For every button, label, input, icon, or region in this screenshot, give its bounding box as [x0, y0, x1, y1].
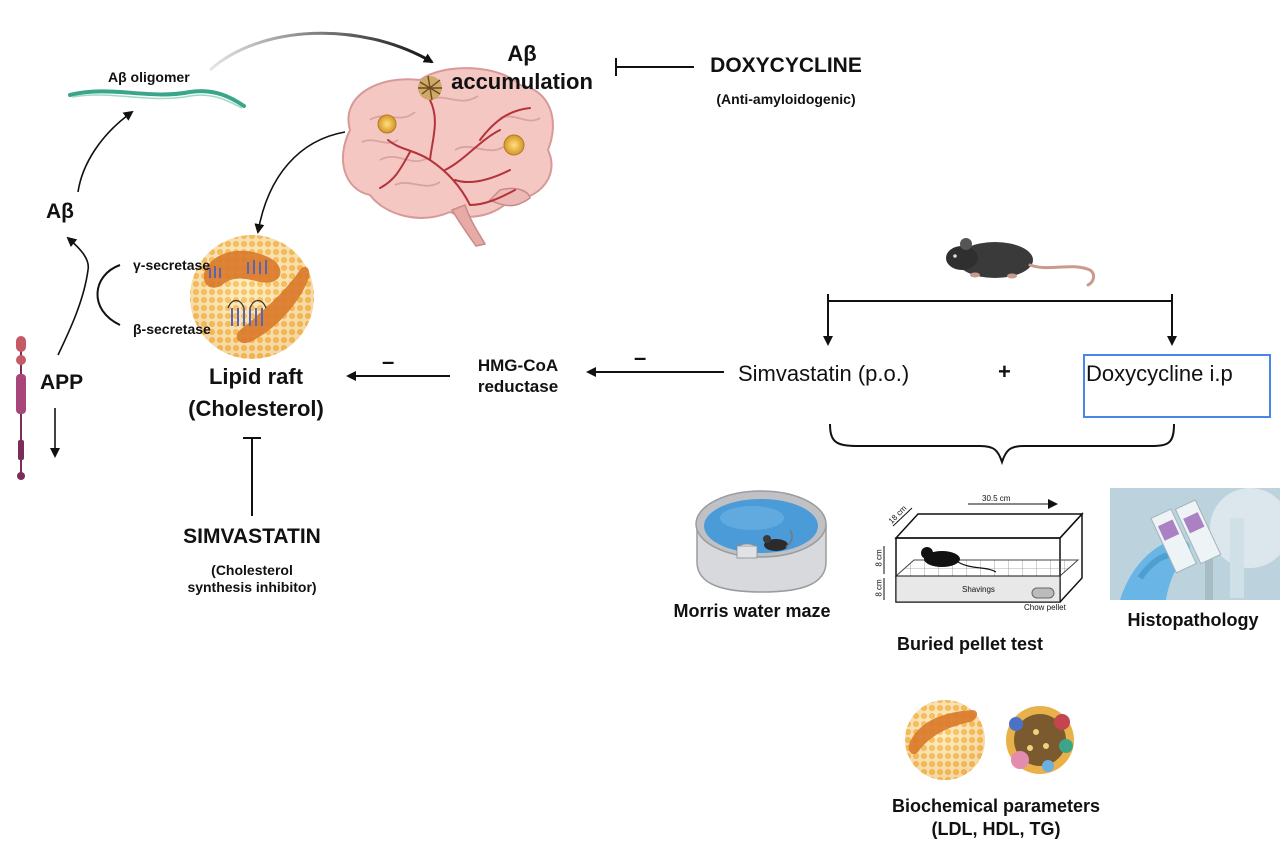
arrow-app-to-abeta: [57, 236, 90, 356]
outcome-brace: [829, 423, 1175, 466]
gamma-secretase-label: γ-secretase: [133, 257, 211, 273]
chow-pellet-label: Chow pellet: [1024, 603, 1066, 612]
abeta-accumulation-label: Aβ accumulation: [451, 40, 593, 95]
doxycycline-inhibition-line: [615, 58, 694, 76]
simvastatin-inhibition-line: [243, 437, 261, 516]
simvastatin-subtitle: (Cholesterol synthesis inhibitor): [187, 562, 316, 596]
amyloid-tangle-icon: [418, 75, 442, 101]
buried-pellet-test-label: Buried pellet test: [896, 634, 1044, 654]
arrow-abeta-to-oligomer: [77, 110, 134, 193]
abeta-accumulation-line1: Aβ: [507, 41, 537, 66]
lipoprotein-icon: [1006, 706, 1074, 774]
cage-icon: [883, 499, 1084, 603]
simvastatin-sub-line1: (Cholesterol: [211, 562, 293, 578]
doxycycline-title: DOXYCYCLINE: [710, 54, 862, 77]
shavings-label: Shavings: [962, 585, 995, 594]
minus-left: –: [382, 349, 395, 374]
hmgcoa-line2: reductase: [477, 377, 559, 397]
biochemical-parameters-label: Biochemical parameters (LDL, HDL, TG): [892, 795, 1100, 840]
biochem-raft-icon: [905, 700, 985, 780]
morris-water-maze-label: Morris water maze: [673, 601, 831, 621]
simvastatin-title: SIMVASTATIN: [183, 525, 321, 548]
abeta-oligomer-label: Aβ oligomer: [108, 69, 190, 85]
simvastatin-sub-line2: synthesis inhibitor): [187, 578, 317, 595]
beta-secretase-label: β-secretase: [133, 321, 211, 337]
abeta-label: Aβ: [46, 200, 74, 223]
water-maze-icon: [695, 490, 827, 593]
biochemical-line1: Biochemical parameters: [891, 796, 1101, 816]
mouse-icon: [946, 238, 1096, 287]
hmgcoa-line1: HMG-CoA: [477, 356, 559, 375]
cage-height-label-1: 8 cm: [874, 549, 884, 567]
arrow-brain-to-raft: [254, 131, 346, 234]
doxycycline-ip-box: [1083, 354, 1271, 418]
secretase-bracket: [96, 264, 121, 326]
arrow-oligomer-to-accumulation: [208, 31, 434, 72]
cage-width-label: 30.5 cm: [982, 494, 1011, 503]
simvastatin-po-label: Simvastatin (p.o.): [738, 361, 910, 386]
lipid-raft-label: Lipid raft (Cholesterol): [188, 361, 324, 425]
plus-sign: +: [998, 359, 1011, 384]
histology-photo-icon: [1110, 488, 1280, 600]
abeta-accumulation-line2: accumulation: [451, 68, 593, 94]
lipid-raft-line1: Lipid raft: [208, 364, 304, 389]
minus-right: –: [634, 345, 647, 370]
app-label: APP: [40, 371, 84, 394]
histopathology-label: Histopathology: [1127, 610, 1259, 630]
app-protein-icon: [16, 336, 26, 480]
biochemical-line2: (LDL, HDL, TG): [931, 818, 1061, 839]
lipid-raft-line2: (Cholesterol): [188, 395, 324, 421]
hmgcoa-label: HMG-CoA reductase: [478, 355, 558, 398]
doxycycline-subtitle: (Anti-amyloidogenic): [716, 91, 856, 107]
brain-icon: [341, 67, 554, 247]
lipid-raft-icon: [190, 235, 314, 359]
oligomer-fibre-icon: [68, 89, 246, 109]
cage-height-label-2: 8 cm: [874, 579, 884, 597]
treatment-branch-lines: [823, 294, 1177, 346]
doxycycline-ip-label: Doxycycline i.p: [1086, 361, 1233, 386]
